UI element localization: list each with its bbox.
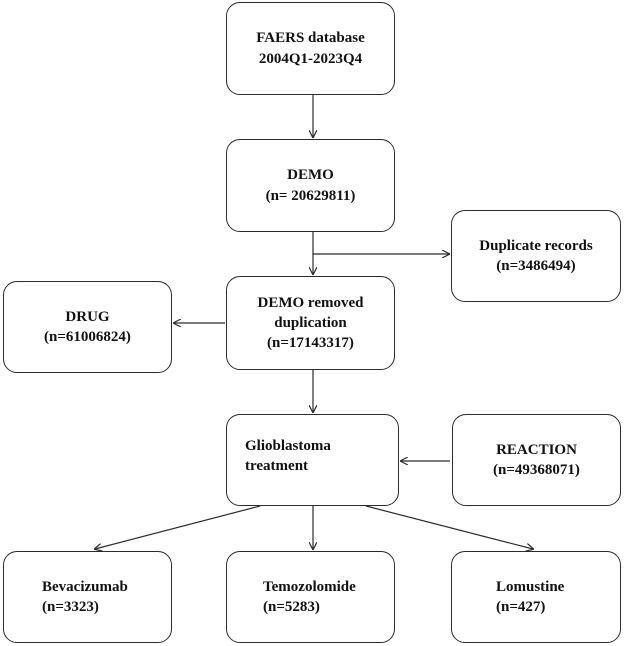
drug-box-count: (n=61006824) xyxy=(44,329,131,345)
temozolomide-box: Temozolomide (n=5283) xyxy=(226,551,395,643)
temozolomide-title: Temozolomide xyxy=(263,578,356,595)
reaction-box-title: REACTION xyxy=(496,441,577,458)
faers-database-box: FAERS database 2004Q1-2023Q4 xyxy=(226,2,395,95)
demo-removed-subtitle: duplication xyxy=(274,314,347,331)
demo-box-count: (n= 20629811) xyxy=(265,187,356,204)
glioblastoma-box-subtitle: treatment xyxy=(245,458,309,474)
lomustine-title: Lomustine xyxy=(496,578,565,595)
arrow-glioblastoma-to-lomustine xyxy=(365,505,533,549)
lomustine-count: (n=427) xyxy=(496,599,546,615)
arrow-glioblastoma-to-bevacizumab xyxy=(95,505,261,549)
temozolomide-count: (n=5283) xyxy=(263,599,320,615)
drug-box-title: DRUG xyxy=(65,308,110,325)
demo-removed-count: (n=17143317) xyxy=(267,335,354,352)
duplicate-records-count: (n=3486494) xyxy=(496,258,576,274)
demo-box: DEMO (n= 20629811) xyxy=(226,139,395,232)
bevacizumab-count: (n=3323) xyxy=(42,599,99,615)
drug-box: DRUG (n=61006824) xyxy=(3,281,172,373)
glioblastoma-box-title: Glioblastoma xyxy=(245,437,331,454)
lomustine-box: Lomustine (n=427) xyxy=(451,551,621,643)
reaction-box: REACTION (n=49368071) xyxy=(452,414,621,506)
duplicate-records-title: Duplicate records xyxy=(479,237,593,254)
faers-box-date-range: 2004Q1-2023Q4 xyxy=(258,50,363,67)
duplicate-records-box: Duplicate records (n=3486494) xyxy=(451,210,621,302)
bevacizumab-title: Bevacizumab xyxy=(42,578,128,595)
demo-removed-duplication-box: DEMO removed duplication (n=17143317) xyxy=(226,276,395,370)
bevacizumab-box: Bevacizumab (n=3323) xyxy=(3,551,172,643)
reaction-box-count: (n=49368071) xyxy=(493,462,580,478)
demo-box-title: DEMO xyxy=(287,167,334,184)
demo-removed-title: DEMO removed xyxy=(257,294,364,311)
faers-box-title: FAERS database xyxy=(256,30,365,47)
glioblastoma-treatment-box: Glioblastoma treatment xyxy=(226,414,399,506)
